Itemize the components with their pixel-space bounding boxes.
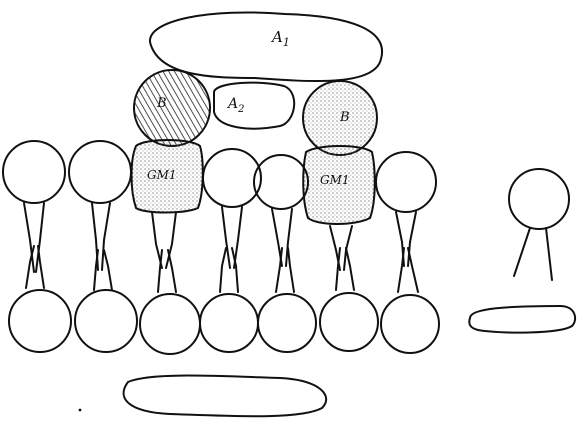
upper-lipid-head [375,151,437,213]
label-a1: A1 [270,28,290,49]
gm1-receptor-left [130,139,204,214]
free-a-chain-right [468,305,577,334]
lower-lipid-tails [25,245,419,293]
single-lipid-tails [513,227,553,281]
single-lipid-head [508,168,570,230]
free-a-chain-bottom [122,374,328,418]
upper-lipid-head [68,140,132,204]
subunit-a1 [148,11,383,82]
upper-lipid-head [202,148,262,208]
label-gm1-right: GM1 [320,173,350,187]
gm1-receptor-right [302,145,376,225]
subunit-a2 [213,81,295,130]
lower-lipid-head [74,289,138,353]
lower-lipid-head [139,293,201,355]
label-gm1-left: GM1 [147,168,177,182]
label-a2: A2 [226,96,245,115]
stray-dot [78,408,82,412]
upper-lipid-head [253,154,309,210]
lower-lipid-head [8,289,72,353]
subunit-b-left [133,69,211,147]
lower-lipid-head [380,294,440,354]
lower-lipid-head [257,293,317,353]
lower-lipid-head [199,293,259,353]
lower-lipid-head [319,292,379,352]
label-b-left: B [156,96,167,111]
upper-lipid-head [2,140,66,204]
label-b-right: B [339,110,350,125]
